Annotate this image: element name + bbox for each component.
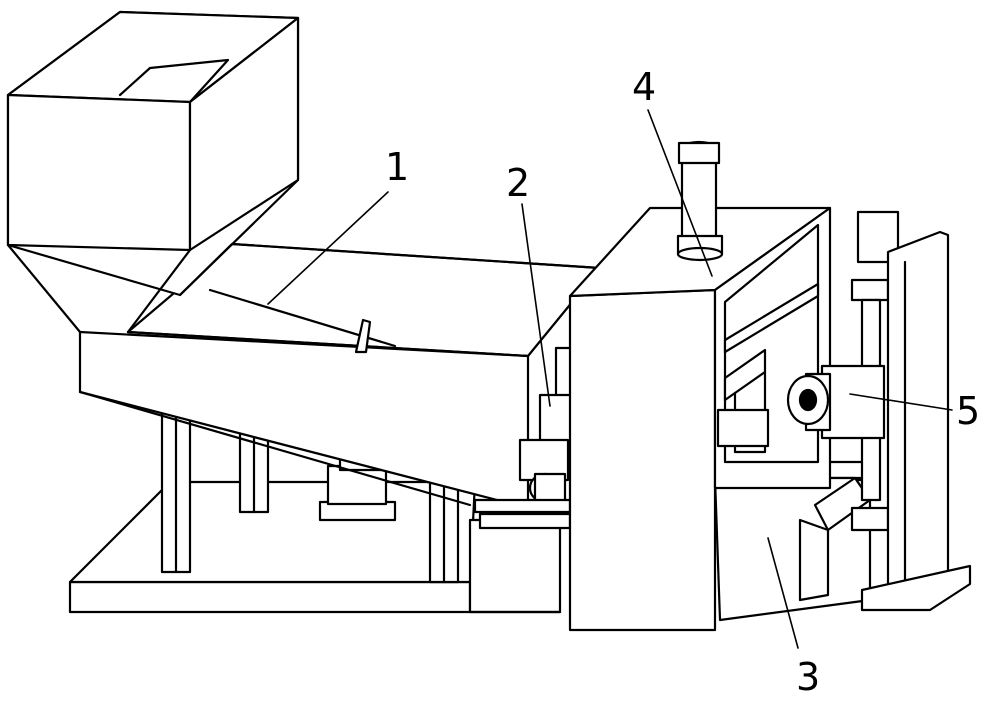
press-cylinder — [676, 140, 724, 262]
callout-4: 4 — [632, 65, 656, 109]
cutter-unit — [518, 346, 578, 504]
press-frame — [568, 206, 832, 632]
hopper — [6, 10, 300, 334]
callout-3: 3 — [796, 655, 820, 698]
guide-assembly — [786, 210, 972, 612]
leader-lines — [267, 109, 953, 649]
callout-1: 1 — [385, 145, 409, 189]
callout-2: 2 — [506, 161, 530, 205]
collection-frame — [713, 476, 872, 622]
callout-5: 5 — [956, 389, 980, 433]
feed-chute — [78, 242, 602, 510]
